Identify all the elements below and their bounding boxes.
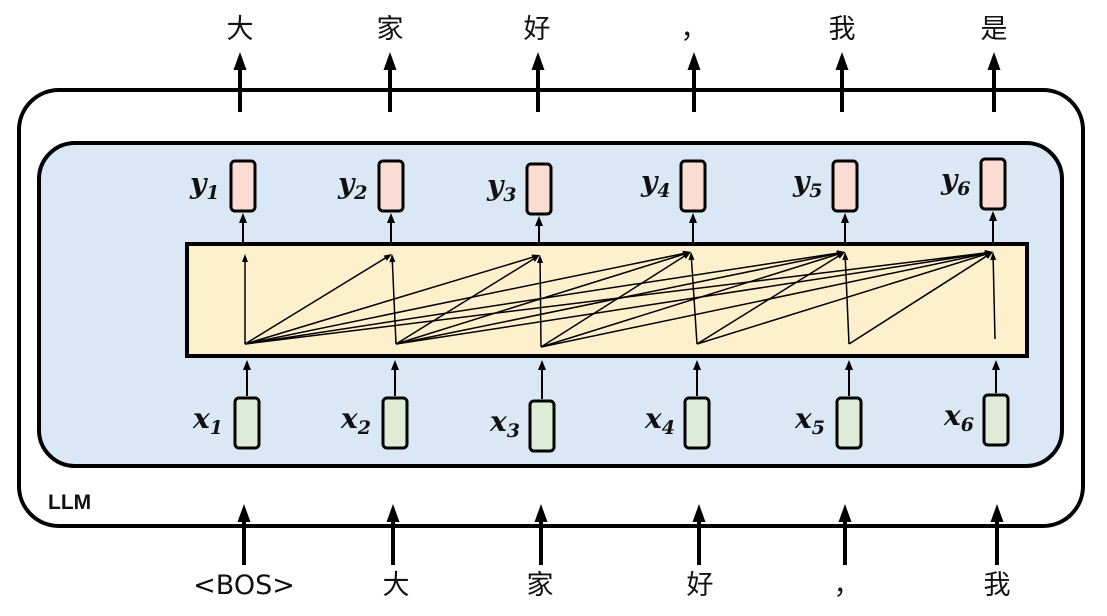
output-token-2: 家 — [377, 14, 404, 45]
output-cell-4 — [679, 159, 707, 213]
input-token-arrow-4 — [692, 504, 706, 565]
output-cell-5 — [831, 159, 859, 213]
input-cell-arrow-6 — [992, 360, 1000, 393]
llm-label: LLM — [48, 491, 91, 514]
attention-arrow-1-to-1 — [242, 254, 248, 344]
output-token-arrow-5 — [835, 52, 849, 112]
output-token-4: ， — [681, 14, 708, 45]
token-cells — [229, 157, 1010, 453]
input-token-6: 我 — [984, 570, 1011, 601]
input-var-6: x6 — [943, 399, 974, 436]
output-cell-2 — [377, 159, 405, 213]
output-cell-3 — [525, 162, 553, 216]
output-var-6: y6 — [940, 163, 971, 200]
output-token-arrow-4 — [687, 52, 701, 112]
output-var-5: y5 — [792, 165, 823, 202]
output-cell-1 — [229, 159, 257, 213]
output-cell-arrow-6 — [989, 211, 997, 244]
input-var-3: x3 — [489, 405, 520, 442]
input-cell-arrow-1 — [243, 360, 251, 396]
input-cell-arrow-4 — [693, 360, 701, 396]
input-token-arrow-5 — [838, 504, 852, 565]
output-token-arrow-1 — [233, 52, 247, 112]
input-token-arrow-6 — [990, 504, 1004, 565]
output-cell-6 — [979, 157, 1007, 211]
output-token-arrow-2 — [383, 52, 397, 112]
attention-arrow-6-to-6 — [990, 252, 997, 340]
causal-attention-arrows — [242, 249, 997, 348]
output-token-3: 好 — [524, 14, 551, 45]
vertical-arrows — [233, 52, 1004, 565]
input-token-arrow-3 — [534, 504, 548, 565]
input-var-5: x5 — [794, 402, 825, 439]
output-token-6: 是 — [981, 14, 1008, 45]
output-cell-arrow-2 — [387, 213, 395, 244]
output-token-1: 大 — [227, 14, 254, 45]
output-token-arrow-3 — [531, 52, 545, 112]
output-token-5: 我 — [829, 14, 856, 45]
input-cell-6 — [982, 393, 1010, 447]
input-token-3: 家 — [527, 570, 554, 601]
input-var-1: x1 — [192, 402, 223, 439]
attention-arrow-4-to-4 — [688, 252, 698, 345]
input-var-4: x4 — [644, 402, 675, 439]
attention-arrow-3-to-3 — [537, 255, 544, 348]
attention-box — [185, 242, 1029, 358]
attention-arrow-2-to-2 — [389, 254, 397, 345]
input-cell-arrow-5 — [845, 360, 853, 396]
input-cell-2 — [381, 396, 409, 450]
attention-arrow-2-to-3 — [395, 255, 540, 345]
output-var-2: y2 — [337, 167, 368, 204]
input-cell-3 — [528, 399, 556, 453]
output-token-arrow-6 — [987, 52, 1001, 112]
input-cell-1 — [233, 396, 261, 450]
input-token-4: 好 — [687, 570, 714, 601]
output-var-4: y4 — [640, 165, 671, 202]
output-cell-arrow-1 — [239, 213, 247, 244]
input-token-1: <BOS> — [193, 570, 295, 601]
output-var-1: y1 — [189, 167, 220, 204]
output-cell-arrow-5 — [841, 213, 849, 244]
attention-arrow-5-to-6 — [848, 252, 993, 345]
input-cell-arrow-2 — [391, 360, 399, 396]
input-cell-5 — [835, 396, 863, 450]
input-token-arrow-1 — [237, 504, 251, 565]
input-token-5: ， — [834, 570, 861, 601]
output-cell-arrow-3 — [535, 216, 543, 244]
attention-arrow-3-to-4 — [540, 252, 691, 348]
input-cell-arrow-3 — [538, 360, 546, 399]
output-var-3: y3 — [486, 169, 517, 206]
input-cell-4 — [683, 396, 711, 450]
input-var-2: x2 — [340, 402, 371, 439]
input-token-arrow-2 — [386, 504, 400, 565]
output-cell-arrow-4 — [689, 213, 697, 244]
attention-arrow-1-to-2 — [244, 254, 392, 345]
input-token-2: 大 — [383, 570, 410, 601]
